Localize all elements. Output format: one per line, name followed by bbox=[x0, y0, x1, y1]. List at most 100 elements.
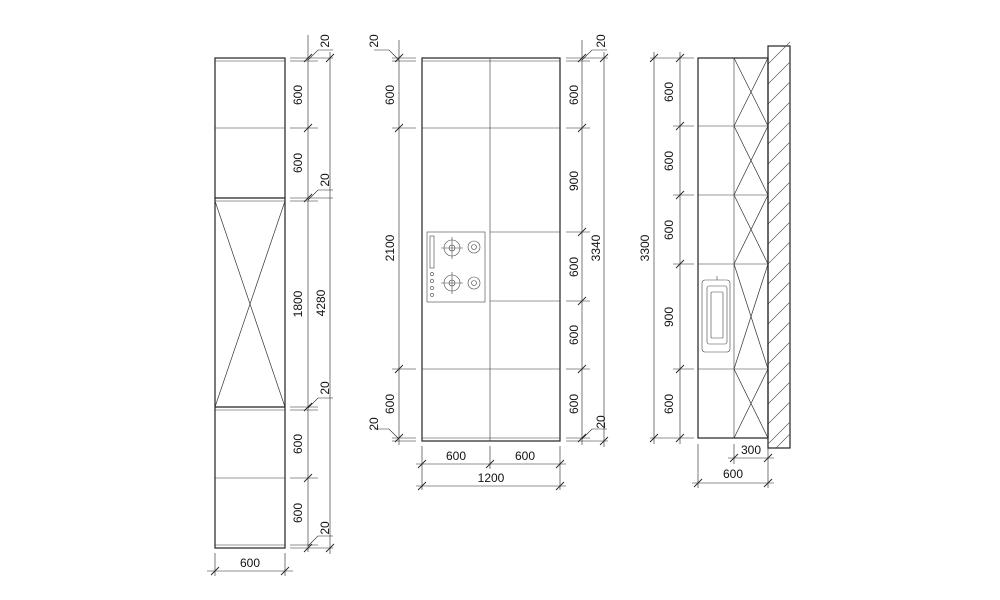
dim-tick bbox=[325, 53, 335, 63]
dim-label-left-height-3: 1800 bbox=[291, 290, 305, 317]
dim-label-left-height-4: 600 bbox=[291, 434, 305, 454]
section-view: 600 600 600 900 600 3300 300 600 bbox=[638, 41, 791, 488]
dim-tick bbox=[599, 53, 609, 63]
dim-tick bbox=[649, 53, 659, 63]
dim-label-center-gap-3: 20 bbox=[594, 34, 608, 48]
sink-section-icon bbox=[701, 276, 731, 353]
gap-leader bbox=[307, 189, 333, 201]
dim-label-section-height-2: 600 bbox=[662, 151, 676, 171]
dim-tick bbox=[675, 190, 685, 200]
dim-label-left-gap-4: 20 bbox=[318, 521, 332, 535]
gap-leader bbox=[307, 49, 333, 61]
dim-tick bbox=[555, 481, 565, 491]
dim-tick bbox=[763, 453, 773, 463]
cooktop-control-strip bbox=[429, 235, 435, 269]
control-knob-icon bbox=[430, 272, 434, 276]
dim-label-left-gap-3: 20 bbox=[318, 381, 332, 395]
gap-leader bbox=[307, 397, 333, 409]
dim-tick bbox=[303, 543, 313, 553]
dim-label-section-total: 3300 bbox=[638, 234, 652, 261]
section-cabinet-outline bbox=[697, 57, 769, 439]
dim-tick bbox=[555, 459, 565, 469]
gap-leader bbox=[581, 428, 607, 440]
dim-tick bbox=[577, 433, 587, 443]
dim-tick bbox=[325, 543, 335, 553]
dim-tick bbox=[675, 433, 685, 443]
dim-tick bbox=[485, 459, 495, 469]
left-x-panel-b bbox=[214, 200, 286, 408]
gap-leader bbox=[307, 535, 333, 547]
dim-tick bbox=[394, 123, 404, 133]
dim-label-center-left-height-2: 2100 bbox=[383, 234, 397, 261]
cooktop-body bbox=[426, 231, 486, 303]
center-elevation: 600 600 1200 600 2100 600 20 20 bbox=[367, 34, 609, 491]
dim-label-center-left-height-1: 600 bbox=[383, 85, 397, 105]
gap-leader bbox=[581, 49, 607, 61]
dim-label-center-gap-2: 20 bbox=[367, 417, 381, 431]
dim-tick bbox=[763, 478, 773, 488]
dim-tick bbox=[303, 473, 313, 483]
dim-label-left-total: 4280 bbox=[314, 289, 328, 316]
dim-label-section-height-3: 600 bbox=[662, 220, 676, 240]
dim-tick bbox=[599, 436, 609, 446]
dim-tick bbox=[394, 364, 404, 374]
control-knob-icon bbox=[430, 286, 434, 290]
dim-label-left-height-1: 600 bbox=[291, 85, 305, 105]
dim-label-section-height-5: 600 bbox=[662, 394, 676, 414]
dim-tick bbox=[394, 53, 404, 63]
dim-tick bbox=[577, 364, 587, 374]
dim-label-center-right-height-2: 900 bbox=[567, 171, 581, 191]
dim-label-center-gap-1: 20 bbox=[367, 34, 381, 48]
dim-tick bbox=[577, 296, 587, 306]
burner-icon bbox=[467, 276, 481, 290]
dim-tick bbox=[303, 402, 313, 412]
dim-label-center-total: 3340 bbox=[589, 234, 603, 261]
dim-tick bbox=[417, 481, 427, 491]
dim-tick bbox=[649, 433, 659, 443]
dim-label-center-width-1: 600 bbox=[446, 449, 466, 463]
dim-tick bbox=[303, 53, 313, 63]
burner-inner-icon bbox=[471, 280, 477, 286]
dim-label-center-right-height-5: 600 bbox=[567, 394, 581, 414]
control-knob-icon bbox=[430, 279, 434, 283]
burner-inner-icon bbox=[471, 244, 477, 250]
dim-tick bbox=[675, 364, 685, 374]
dim-label-center-width-2: 600 bbox=[515, 449, 535, 463]
dim-label-section-width: 600 bbox=[723, 467, 743, 481]
dim-label-left-height-5: 600 bbox=[291, 503, 305, 523]
dim-label-left-gap-1: 20 bbox=[318, 34, 332, 48]
dim-label-section-height-1: 600 bbox=[662, 82, 676, 102]
dim-label-center-right-height-4: 600 bbox=[567, 325, 581, 345]
cooktop-appliance bbox=[426, 231, 486, 303]
burner-icon bbox=[467, 240, 481, 254]
dim-label-left-height-2: 600 bbox=[291, 153, 305, 173]
gap-leader bbox=[374, 49, 400, 61]
dim-tick bbox=[210, 566, 220, 576]
dim-label-center-right-height-1: 600 bbox=[567, 85, 581, 105]
dim-tick bbox=[675, 53, 685, 63]
control-knob-icon bbox=[430, 293, 434, 297]
dim-tick bbox=[675, 121, 685, 131]
wall-section bbox=[767, 45, 791, 449]
dim-label-center-right-height-3: 600 bbox=[567, 257, 581, 277]
left-elevation: 600 600 600 1800 600 600 20 20 20 20 bbox=[207, 34, 335, 576]
dim-tick bbox=[577, 53, 587, 63]
dim-label-left-width: 600 bbox=[240, 556, 260, 570]
dim-tick bbox=[303, 193, 313, 203]
dim-tick bbox=[577, 227, 587, 237]
dim-tick bbox=[394, 433, 404, 443]
dim-tick bbox=[675, 259, 685, 269]
dim-label-left-gap-2: 20 bbox=[318, 173, 332, 187]
wall-hatch bbox=[767, 41, 791, 449]
dim-tick bbox=[303, 123, 313, 133]
section-x-panels bbox=[733, 57, 769, 439]
left-cabinet-outline bbox=[214, 57, 286, 549]
dim-tick bbox=[280, 566, 290, 576]
dim-label-center-total-width: 1200 bbox=[478, 471, 505, 485]
center-cabinet-outline bbox=[421, 57, 561, 442]
dim-tick bbox=[417, 459, 427, 469]
dim-tick bbox=[693, 478, 703, 488]
dim-tick bbox=[729, 453, 739, 463]
dim-label-center-gap-4: 20 bbox=[594, 415, 608, 429]
